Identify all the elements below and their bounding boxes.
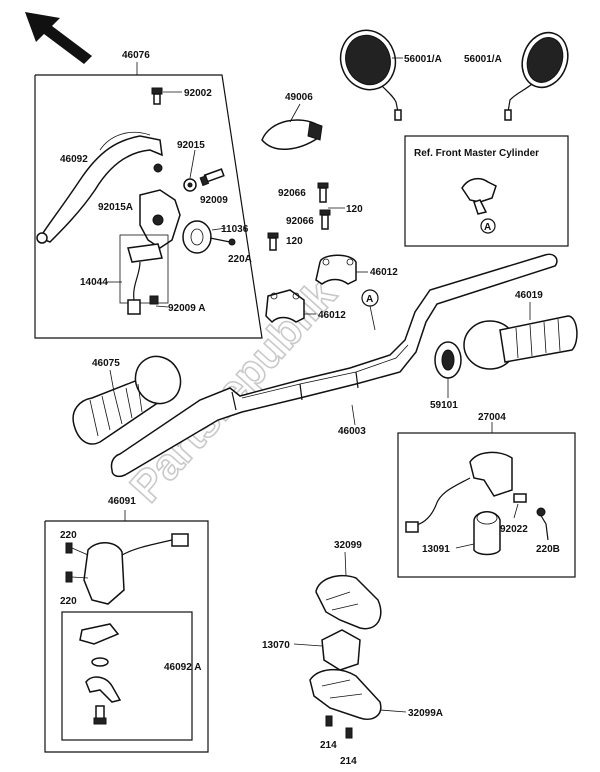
label-220-bot: 220 [60, 596, 77, 607]
label-214-bot: 214 [340, 756, 357, 767]
mirror-left [339, 29, 402, 121]
label-92022: 92022 [500, 524, 528, 535]
grip-left-46075 [72, 355, 182, 445]
label-220B: 220B [536, 544, 560, 555]
label-59101: 59101 [430, 400, 458, 411]
label-13091: 13091 [422, 544, 450, 555]
label-46092A: 46092 A [164, 662, 201, 673]
label-13070: 13070 [262, 640, 290, 651]
switch-11036 [182, 220, 227, 254]
throttle-grip-46019 [463, 315, 578, 370]
clamp-lower-46012 [265, 289, 305, 324]
switch-housing-32099 [315, 574, 382, 630]
label-49006: 49006 [285, 92, 313, 103]
mirror-right [504, 31, 569, 121]
label-32099: 32099 [334, 540, 362, 551]
label-32099A: 32099A [408, 708, 443, 719]
label-92015: 92015 [177, 140, 205, 151]
ref-box-marker-A: A [484, 222, 491, 233]
label-56001A-right: 56001/A [464, 54, 502, 65]
switch-housing-group-46091 [44, 510, 209, 753]
label-92066-mid: 92066 [286, 216, 314, 227]
label-46019: 46019 [515, 290, 543, 301]
label-92002: 92002 [184, 88, 212, 99]
label-46076: 46076 [122, 50, 150, 61]
bolt-92002 [151, 87, 182, 105]
label-11036: 11036 [221, 224, 249, 235]
ref-master-cylinder-box: Ref. Front Master Cylinder A [404, 135, 569, 247]
label-46003: 46003 [338, 426, 366, 437]
label-120-top: 120 [346, 204, 363, 215]
switch-housing-32099A [309, 668, 382, 720]
label-92066-top: 92066 [278, 188, 306, 199]
label-14044: 14044 [80, 277, 108, 288]
clamp-upper-46012 [315, 254, 357, 285]
label-220-top: 220 [60, 530, 77, 541]
label-46012-top: 46012 [370, 267, 398, 278]
label-92015A: 92015A [98, 202, 133, 213]
clutch-lever-group [34, 62, 263, 339]
label-46091: 46091 [108, 496, 136, 507]
screw-92009 [199, 168, 225, 187]
part-59101 [434, 341, 462, 379]
label-46012-bot: 46012 [318, 310, 346, 321]
nut-92015A [153, 163, 163, 173]
label-27004: 27004 [478, 412, 506, 423]
handlebar-46003 [110, 253, 558, 478]
label-56001A-left: 56001/A [404, 54, 442, 65]
group-frame-46076 [34, 74, 263, 339]
label-220A: 220A [228, 254, 252, 265]
label-92009: 92009 [200, 195, 228, 206]
bar-end-weight-49006 [261, 119, 323, 151]
label-92009A: 92009 A [168, 303, 205, 314]
label-120-mid: 120 [286, 236, 303, 247]
lever [38, 135, 163, 243]
label-214-top: 214 [320, 740, 337, 751]
ref-box-title: Ref. Front Master Cylinder [414, 148, 539, 159]
clamp-bolts [267, 182, 331, 251]
marker-A-text: A [366, 294, 373, 305]
screws-214 [325, 715, 353, 739]
front-direction-arrow [25, 12, 92, 64]
switch-14044 [119, 234, 169, 315]
part-13070 [321, 629, 361, 671]
switch-housing-group-27004 [397, 422, 576, 578]
label-46075: 46075 [92, 358, 120, 369]
label-46092: 46092 [60, 154, 88, 165]
